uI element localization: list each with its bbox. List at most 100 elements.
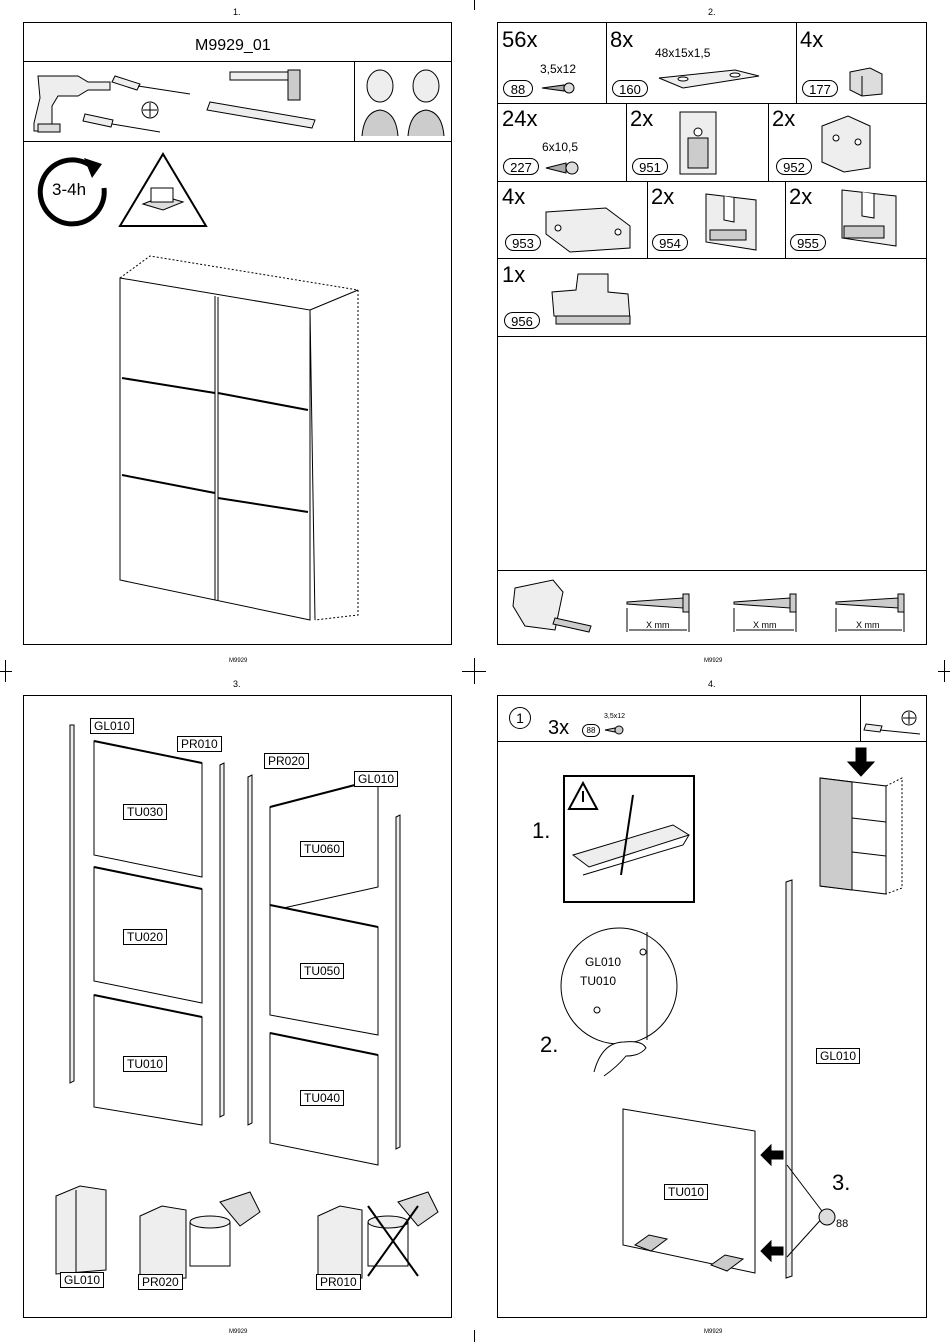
part-size: 48x15x1,5 (655, 46, 710, 60)
part-qty: 24x (502, 108, 537, 130)
part-size: 3,5x12 (540, 62, 576, 76)
profiles-detail-illustration (50, 1182, 430, 1292)
divider (647, 181, 648, 258)
hinge-icon (818, 112, 878, 176)
hand-icon (590, 1028, 650, 1078)
label-tu010: TU010 (123, 1056, 167, 1072)
part-size: 6x10,5 (542, 140, 578, 154)
substep-2: 2. (540, 1032, 558, 1058)
part-qty: 2x (651, 186, 674, 208)
footer-code: M9929 (229, 658, 247, 664)
label-tu040: TU040 (300, 1090, 344, 1106)
substep-3: 3. (832, 1170, 850, 1196)
guide-icon (832, 186, 902, 254)
label-tu030: TU030 (123, 804, 167, 820)
tu010-panel-illustration (615, 1105, 855, 1280)
part-qty: 1x (502, 264, 525, 286)
page-number: 3. (233, 679, 241, 689)
detail-label-tu010: TU010 (580, 974, 616, 988)
part-qty: 2x (630, 108, 653, 130)
screw-length-label: X mm (753, 620, 777, 630)
screw-icon (540, 80, 576, 96)
page-number: 2. (708, 7, 716, 17)
crop-mark (0, 671, 12, 672)
part-qty: 2x (789, 186, 812, 208)
part-id: 954 (652, 234, 688, 251)
divider (606, 22, 607, 103)
drill-bit-icon (505, 578, 595, 634)
divider (497, 570, 927, 571)
divider (23, 141, 452, 142)
label-tu060: TU060 (300, 841, 344, 857)
divider (497, 181, 927, 182)
page-number: 1. (233, 7, 241, 17)
crop-mark (462, 671, 486, 672)
divider (23, 61, 452, 62)
step-part-id: 88 (582, 724, 600, 737)
divider (497, 258, 927, 259)
cabinet-side-illustration (816, 748, 908, 898)
divider (796, 22, 797, 103)
assembly-time: 3-4h (52, 180, 86, 200)
bracket-icon (674, 108, 724, 178)
detail-label-gl010: GL010 (585, 955, 621, 969)
cap-icon (846, 64, 886, 98)
divider (785, 181, 786, 258)
divider (354, 61, 355, 141)
part-id: 951 (632, 158, 668, 175)
plate-icon (544, 206, 634, 254)
part-id: 88 (503, 80, 533, 97)
divider (860, 695, 861, 741)
footer-code: M9929 (704, 658, 722, 664)
label-gl010: GL010 (90, 718, 134, 734)
screw-id: 88 (836, 1218, 848, 1230)
label-tu020: TU020 (123, 929, 167, 945)
slider-icon (548, 270, 638, 332)
screwdriver-icon (864, 706, 924, 738)
label-gl010: GL010 (354, 771, 398, 787)
part-qty: 2x (772, 108, 795, 130)
divider (626, 103, 627, 181)
plate-icon (655, 66, 765, 96)
crop-mark (474, 0, 475, 10)
page-number: 4. (708, 679, 716, 689)
label-tu010: TU010 (664, 1184, 708, 1200)
model-title: M9929_01 (195, 37, 271, 55)
part-qty: 4x (502, 186, 525, 208)
divider (497, 103, 927, 104)
wardrobe-illustration (110, 250, 360, 625)
part-qty: 8x (610, 29, 633, 51)
warning-soft-surface-icon (118, 152, 208, 228)
step-number: 1 (509, 707, 531, 729)
divider (497, 336, 927, 337)
screw-length-label: X mm (856, 620, 880, 630)
warning-detail-box (563, 775, 695, 903)
part-id: 953 (505, 234, 541, 251)
part-id: 160 (612, 80, 648, 97)
footer-code: M9929 (704, 1329, 722, 1335)
two-persons-icon (358, 64, 450, 138)
substep-1: 1. (532, 818, 550, 844)
label-pr010: PR010 (177, 736, 222, 752)
part-qty: 4x (800, 29, 823, 51)
part-qty: 56x (502, 29, 537, 51)
label-gl010: GL010 (60, 1272, 104, 1288)
label-pr020: PR020 (264, 753, 309, 769)
screw-icon (604, 724, 624, 736)
screw-length-label: X mm (646, 620, 670, 630)
crop-mark (5, 660, 6, 682)
screw-icon (544, 156, 580, 180)
step-part-size: 3,5x12 (604, 713, 625, 720)
part-id: 955 (790, 234, 826, 251)
part-id: 952 (776, 158, 812, 175)
divider (497, 741, 927, 742)
label-pr020: PR020 (138, 1274, 183, 1290)
part-id: 177 (802, 80, 838, 97)
crop-mark (944, 660, 945, 682)
crop-mark (474, 1330, 475, 1342)
label-tu050: TU050 (300, 963, 344, 979)
label-gl010: GL010 (816, 1048, 860, 1064)
part-id: 227 (503, 158, 539, 175)
part-id: 956 (504, 312, 540, 329)
divider (768, 103, 769, 181)
